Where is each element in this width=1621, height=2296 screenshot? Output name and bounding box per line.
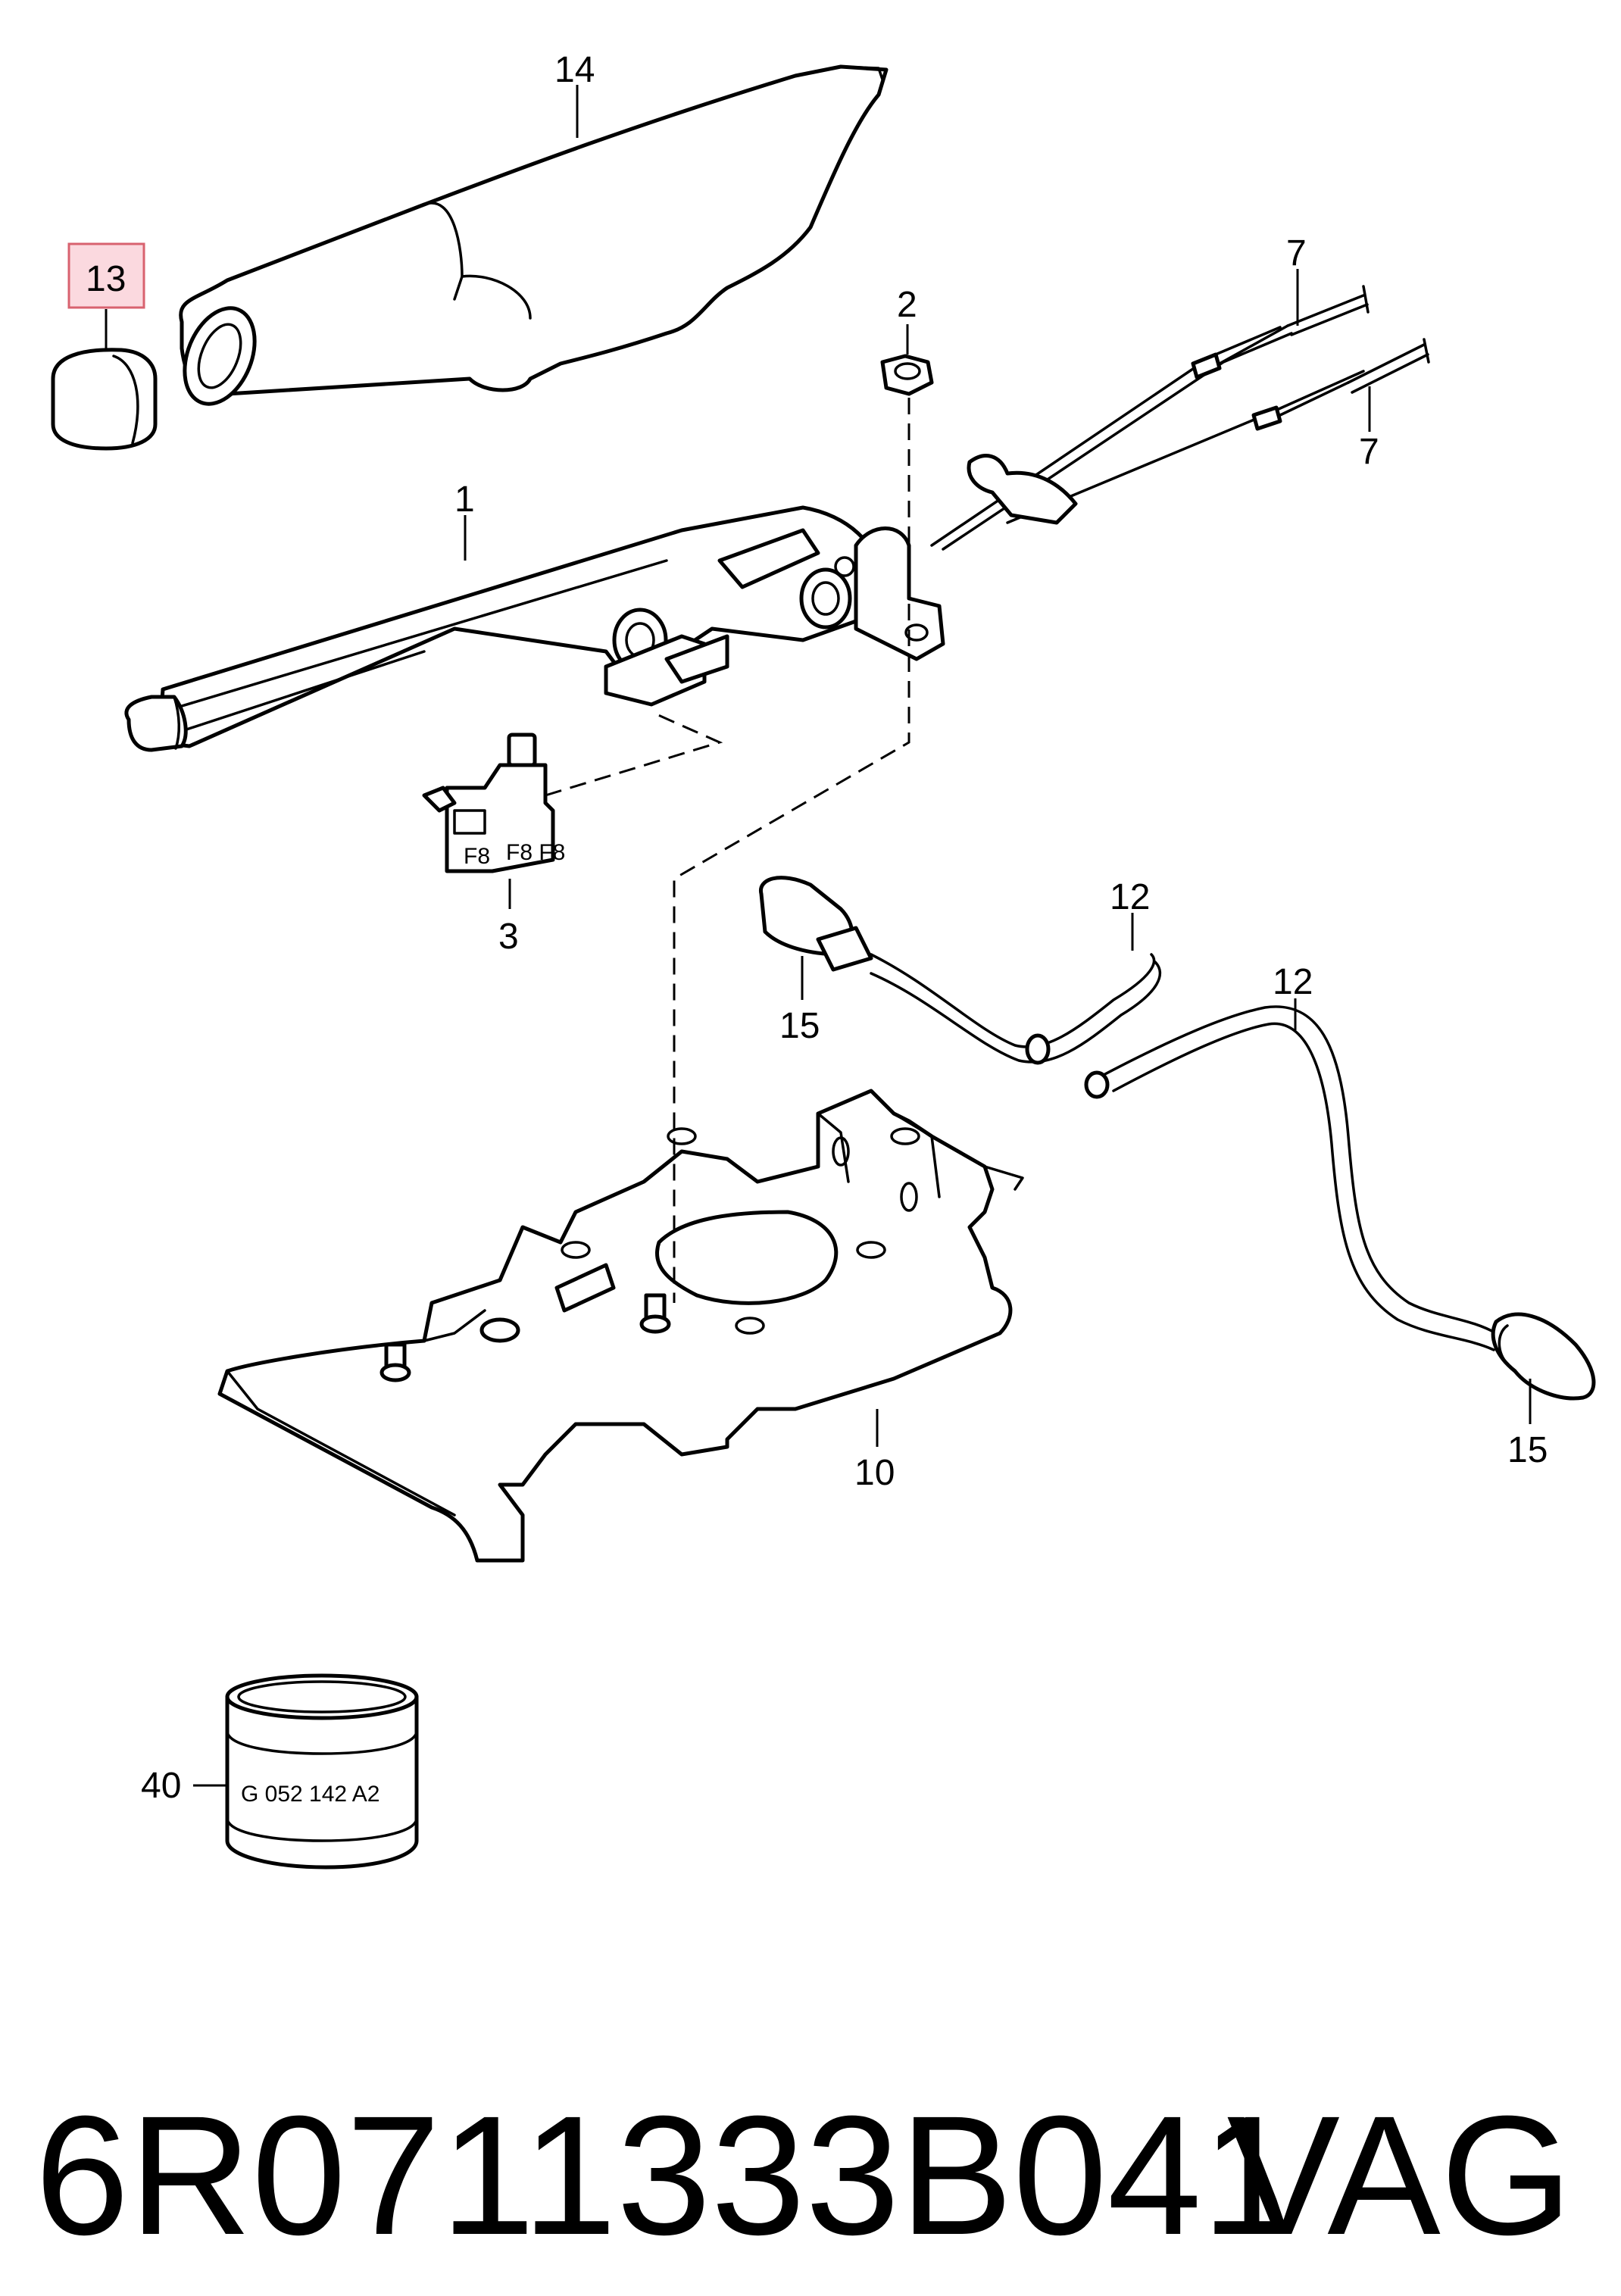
callout-12-right: 12 bbox=[1273, 962, 1313, 1002]
part-number-caption: 6R0711333B041 bbox=[35, 2081, 1296, 2270]
callout-13-highlight bbox=[67, 242, 145, 309]
grease-tin-part-40: G 052 142 A2 bbox=[225, 1673, 419, 1870]
callout-15-left: 15 bbox=[779, 1006, 820, 1046]
end-cap-part-13 bbox=[51, 348, 158, 451]
callout-1: 1 bbox=[454, 480, 475, 520]
callout-2: 2 bbox=[897, 285, 917, 325]
callout-labels: 14 13 7 7 2 1 3 12 12 15 15 10 40 bbox=[86, 50, 1548, 1806]
bracket-base-part-10 bbox=[217, 1089, 1024, 1563]
switch-part-3: F8 F8 F8 bbox=[422, 733, 565, 873]
callout-15-right: 15 bbox=[1507, 1430, 1548, 1470]
grip-cover-part-14 bbox=[179, 64, 889, 406]
callout-13: 13 bbox=[86, 259, 126, 299]
callout-10: 10 bbox=[854, 1453, 895, 1493]
brand-caption: VAG bbox=[1226, 2081, 1573, 2270]
brake-cable-part-7 bbox=[930, 285, 1430, 551]
cable-guide-part-12-left bbox=[759, 876, 1162, 1065]
switch-mark-right: F8 F8 bbox=[506, 840, 565, 865]
callout-7-upper: 7 bbox=[1286, 233, 1307, 273]
switch-mark-left: F8 bbox=[464, 844, 490, 869]
callout-12-left: 12 bbox=[1110, 877, 1150, 917]
cable-guide-part-12-right bbox=[1084, 1005, 1596, 1401]
assembly-dashed-lines bbox=[545, 398, 910, 1303]
callout-7-lower: 7 bbox=[1359, 432, 1379, 472]
nut-part-2 bbox=[880, 354, 934, 396]
grease-tin-label: G 052 142 A2 bbox=[241, 1782, 380, 1807]
callout-14: 14 bbox=[554, 50, 595, 90]
handbrake-lever-part-1 bbox=[124, 505, 945, 752]
callout-40: 40 bbox=[141, 1766, 181, 1806]
leader-lines bbox=[105, 85, 1532, 1787]
callout-3: 3 bbox=[498, 917, 519, 957]
